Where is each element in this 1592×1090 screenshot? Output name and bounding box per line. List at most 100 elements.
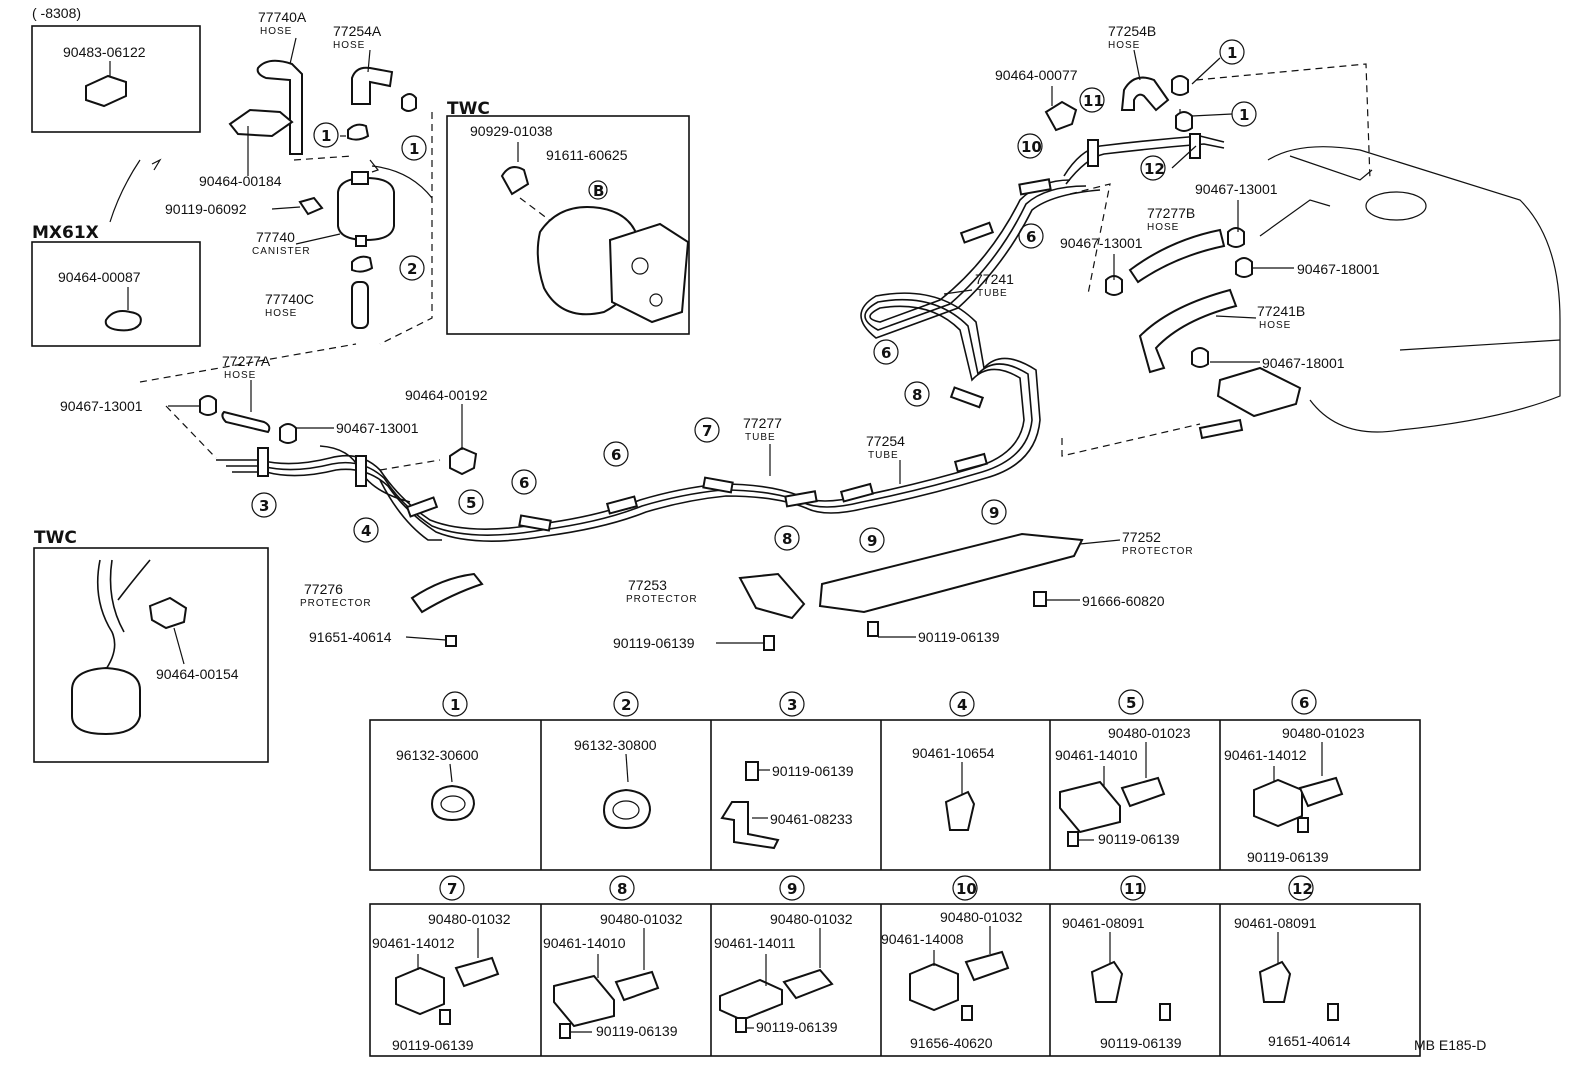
hose-77254a <box>351 66 394 105</box>
callout: 1 <box>1231 101 1257 127</box>
inset-mx61x: MX61X 90464-00087 <box>31 223 201 347</box>
hose-77241b <box>1138 288 1238 374</box>
label-77277b-sub: HOSE <box>1147 222 1179 233</box>
svg-text:1: 1 <box>1227 44 1237 62</box>
hose-77740c <box>351 281 369 329</box>
callout: 10 <box>1017 133 1043 159</box>
svg-text:90480-01032: 90480-01032 <box>940 909 1023 925</box>
callout: 11 <box>1079 87 1105 113</box>
svg-text:6: 6 <box>519 474 529 492</box>
detail-header-10: 10 <box>952 875 978 901</box>
hose-77277a <box>221 410 271 434</box>
clamp-part <box>104 310 142 332</box>
label-77740c-sub: HOSE <box>265 308 297 319</box>
label-91666-60820: 91666-60820 <box>1082 593 1165 609</box>
svg-text:90461-14010: 90461-14010 <box>543 935 626 951</box>
canister-part <box>71 666 141 736</box>
svg-text:90480-01032: 90480-01032 <box>770 911 853 927</box>
svg-text:9: 9 <box>787 880 797 898</box>
detail-cell-12: 90461-08091 91651-40614 <box>1234 915 1351 1049</box>
label-77252-sub: PROTECTOR <box>1122 546 1194 557</box>
svg-text:90119-06139: 90119-06139 <box>1247 849 1329 865</box>
detail-cell-5: 90480-01023 90461-14010 90119-06139 <box>1055 725 1191 847</box>
label-90119-06139-a: 90119-06139 <box>613 635 695 651</box>
label-77740a-sub: HOSE <box>260 26 292 37</box>
hose-77254b <box>1120 76 1170 112</box>
label-77254-sub: TUBE <box>868 450 899 461</box>
label-90119-06092: 90119-06092 <box>165 201 247 217</box>
inset-twc-top-marker: B <box>593 182 604 200</box>
protector-77252 <box>818 532 1084 614</box>
bolt-90119-06139-a <box>763 635 775 651</box>
label-77740: 77740 <box>256 229 295 245</box>
callout: 12 <box>1140 155 1166 181</box>
svg-text:8: 8 <box>912 386 922 404</box>
detail-cell-4: 90461-10654 <box>912 745 995 831</box>
callout: 8 <box>774 525 800 551</box>
inset-twc-top-part-b: 91611-60625 <box>546 147 628 163</box>
detail-header-2: 2 <box>613 691 639 717</box>
svg-text:9: 9 <box>989 504 999 522</box>
label-77253-sub: PROTECTOR <box>626 594 698 605</box>
label-90467-13001-d: 90467-13001 <box>1060 235 1143 251</box>
inset-twc-top-box <box>446 115 690 335</box>
detail-cell-3: 90119-06139 90461-08233 <box>720 761 854 850</box>
svg-text:12: 12 <box>1292 880 1313 898</box>
label-77276-sub: PROTECTOR <box>300 598 372 609</box>
detail-header-4: 4 <box>949 691 975 717</box>
marker-b-circle <box>588 180 608 200</box>
bolt-90119-06139-b <box>867 621 879 637</box>
callout: 6 <box>511 469 537 495</box>
label-90464-00192: 90464-00192 <box>405 387 488 403</box>
svg-text:90461-14010: 90461-14010 <box>1055 747 1138 763</box>
svg-text:96132-30600: 96132-30600 <box>396 747 479 763</box>
fuel-pump <box>1216 366 1302 418</box>
label-90464-00077: 90464-00077 <box>995 67 1078 83</box>
svg-text:7: 7 <box>702 422 712 440</box>
svg-text:4: 4 <box>957 696 967 714</box>
svg-text:90461-08233: 90461-08233 <box>770 811 853 827</box>
svg-text:10: 10 <box>956 880 977 898</box>
inset-mx61x-box <box>31 241 201 347</box>
detail-cell-6: 90480-01023 90461-14012 90119-06139 <box>1224 725 1365 865</box>
svg-text:90461-14011: 90461-14011 <box>714 935 796 951</box>
label-77740c: 77740C <box>265 291 314 307</box>
label-90119-06139-b: 90119-06139 <box>918 629 1000 645</box>
protector-77276 <box>410 572 484 614</box>
svg-text:90480-01023: 90480-01023 <box>1282 725 1365 741</box>
inset-twc-top-part-a: 90929-01038 <box>470 123 553 139</box>
svg-text:6: 6 <box>881 344 891 362</box>
clip-90464-00192 <box>449 446 478 476</box>
detail-header-8: 8 <box>609 875 635 901</box>
inset-twc-left-title: TWC <box>34 528 77 548</box>
svg-text:8: 8 <box>782 530 792 548</box>
label-77241b: 77241B <box>1257 303 1305 319</box>
callout: 6 <box>603 441 629 467</box>
label-90467-13001-c: 90467-13001 <box>1195 181 1278 197</box>
bolt-91651-40614 <box>445 635 457 647</box>
callouts: 1 1 1 1 2 3 4 5 6 6 6 6 7 8 8 9 9 10 11 … <box>251 39 1257 553</box>
svg-text:11: 11 <box>1083 92 1104 110</box>
callout: 3 <box>251 492 277 518</box>
svg-text:96132-30800: 96132-30800 <box>574 737 657 753</box>
detail-header-5: 5 <box>1118 689 1144 715</box>
callout: 6 <box>1018 223 1044 249</box>
inset-early-part: 90483-06122 <box>63 44 146 60</box>
label-77252: 77252 <box>1122 529 1161 545</box>
svg-text:5: 5 <box>466 494 476 512</box>
label-77254b-sub: HOSE <box>1108 40 1140 51</box>
svg-text:1: 1 <box>409 140 419 158</box>
label-90467-13001-b: 90467-13001 <box>336 420 419 436</box>
label-77276: 77276 <box>304 581 343 597</box>
detail-cell-9: 90480-01032 90461-14011 90119-06139 <box>714 911 853 1035</box>
callout: 5 <box>458 489 484 515</box>
label-90467-18001-a: 90467-18001 <box>1297 261 1380 277</box>
svg-text:1: 1 <box>321 127 331 145</box>
inset-early: ( -8308) 90483-06122 <box>31 5 201 223</box>
svg-text:90461-08091: 90461-08091 <box>1062 915 1145 931</box>
svg-text:90119-06139: 90119-06139 <box>1100 1035 1182 1051</box>
inset-mx61x-part: 90464-00087 <box>58 269 141 285</box>
detail-row1-border <box>369 719 1421 871</box>
svg-text:6: 6 <box>1299 694 1309 712</box>
hose-77740a <box>256 59 303 155</box>
